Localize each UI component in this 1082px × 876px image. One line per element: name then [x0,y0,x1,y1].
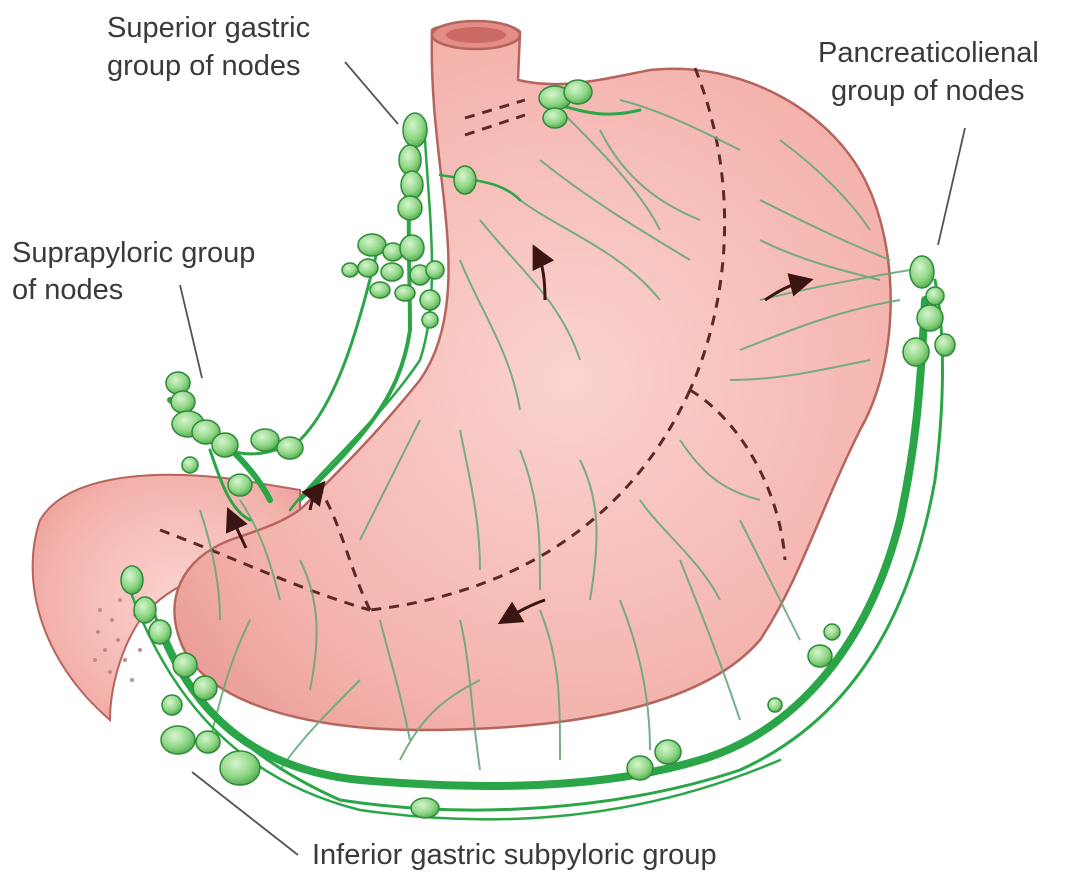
lymph-node [401,171,423,199]
lymph-node [627,756,653,780]
lymph-node [543,108,567,128]
lymph-node [398,196,422,220]
lymph-node [228,474,252,496]
leader-line-pancreaticolienal [938,128,965,245]
lymph-node [212,433,238,457]
lymph-node [454,166,476,194]
lymph-node [808,645,832,667]
lymph-node [935,334,955,356]
lymph-node [655,740,681,764]
lymph-node [370,282,390,298]
lymph-node [917,305,943,331]
lymph-node [426,261,444,279]
lymph-node [161,726,195,754]
lymph-node [358,234,386,256]
lymph-node [277,437,303,459]
lymph-node [182,457,198,473]
label-suprapyloric: Suprapyloric group of nodes [12,237,263,306]
lymph-node [381,263,403,281]
label-inferior-gastric: Inferior gastric subpyloric group [312,839,717,871]
lymph-node [564,80,592,104]
lymph-node [220,751,260,785]
lymph-node [910,256,934,288]
label-pancreaticolienal: Pancreaticolienal group of nodes [818,37,1047,107]
lymph-node [395,285,415,301]
lymph-node [403,113,427,147]
lymph-node [171,391,195,413]
leader-line-superior-gastric [345,62,398,124]
lymph-node [903,338,929,366]
lymph-node [926,287,944,305]
lymph-node [824,624,840,640]
lymph-node [193,676,217,700]
lymph-node [251,429,279,451]
lymph-node [400,235,424,261]
esophagus-lumen [446,27,506,43]
lymph-node [173,653,197,677]
lymph-node [162,695,182,715]
lymph-node [342,263,358,277]
lymph-node [768,698,782,712]
label-superior-gastric: Superior gastric group of nodes [107,12,318,82]
lymph-node [196,731,220,753]
lymph-node [149,620,171,644]
lymph-node [358,259,378,277]
lymph-node [422,312,438,328]
leader-line-suprapyloric [180,285,202,378]
lymph-node [121,566,143,594]
lymph-node [134,597,156,623]
lymph-node [420,290,440,310]
lymph-node [411,798,439,818]
